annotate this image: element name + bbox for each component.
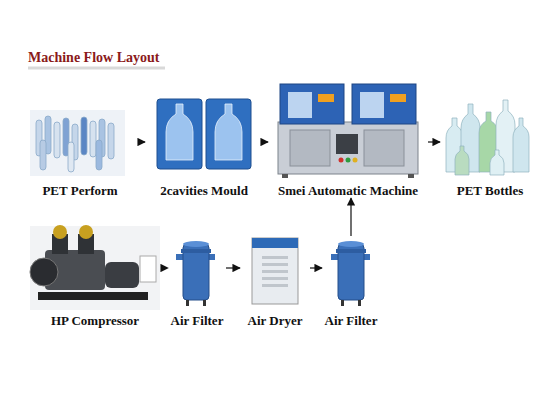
step-caption: PET Bottles	[457, 183, 524, 198]
flow-step: Air Dryer	[240, 232, 310, 328]
flow-arrow	[138, 141, 145, 142]
flow-arrow	[350, 198, 351, 236]
step-caption: PET Perform	[42, 183, 117, 198]
flow-step: PET Perform	[22, 108, 138, 198]
diagram-title: Machine Flow Layout	[28, 50, 159, 66]
air-dryer-illustration	[252, 238, 298, 304]
flow-step: HP Compressor	[22, 224, 168, 328]
flow-arrow	[263, 141, 268, 142]
flow-arrow	[226, 267, 240, 268]
step-caption: Air Filter	[325, 313, 378, 328]
compressor-illustration	[30, 225, 160, 310]
flow-step: PET Bottles	[440, 96, 540, 198]
air-filter-illustration	[176, 241, 215, 306]
flow-step: Smei Automatic Machine	[268, 78, 428, 198]
flow-step: Air Filter	[168, 236, 226, 328]
step-caption: Air Dryer	[248, 313, 303, 328]
flow-arrow	[428, 141, 440, 142]
step-caption: Smei Automatic Machine	[278, 183, 418, 198]
mould-illustration	[157, 99, 251, 169]
flow-arrow	[310, 267, 322, 268]
flow-step: Air Filter	[322, 236, 380, 328]
preform-illustration	[30, 110, 125, 176]
machine-illustration	[278, 84, 418, 178]
title-underline	[28, 67, 165, 70]
step-caption: 2cavities Mould	[160, 183, 248, 198]
step-caption: HP Compressor	[51, 313, 139, 328]
air-filter-illustration	[331, 241, 370, 306]
step-caption: Air Filter	[171, 313, 224, 328]
flow-step: 2cavities Mould	[145, 96, 263, 198]
bottles-illustration	[446, 100, 529, 175]
